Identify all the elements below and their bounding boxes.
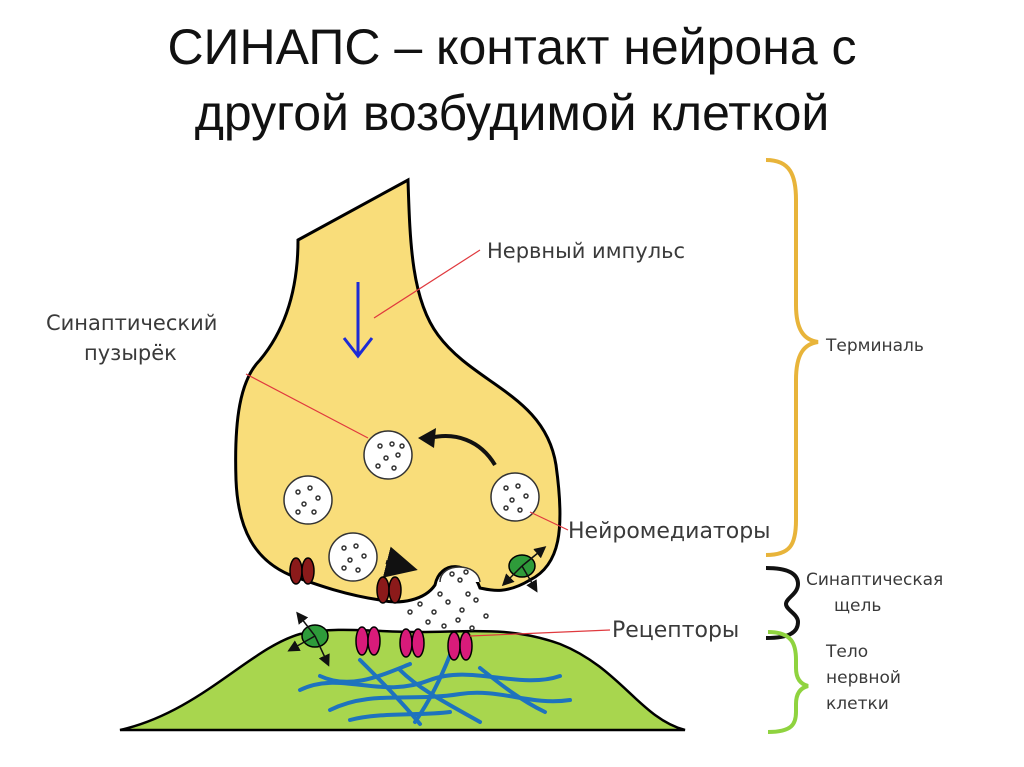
pointer-lines [245, 249, 611, 637]
transporters [287, 546, 547, 667]
terminal-brace [765, 158, 819, 557]
label-vesicle-line2: пузырёк [84, 341, 177, 365]
label-neurotransmitters: Нейромедиаторы [568, 519, 771, 544]
label-body-line2: нервной [826, 668, 901, 688]
vesicle [490, 472, 540, 522]
label-body-line3: клетки [826, 694, 889, 714]
cleft-brace [765, 566, 801, 640]
receptors [355, 626, 473, 661]
title-line-2: другой возбудимой клеткой [194, 85, 830, 141]
fusing-vesicle [439, 566, 481, 583]
fusing-vesicle-dots [449, 569, 469, 583]
vesicle [283, 475, 333, 525]
vesicle [363, 430, 413, 480]
label-body-line1: Тело [825, 642, 868, 662]
presynaptic-channels [289, 557, 402, 604]
movement-arrow [382, 546, 418, 578]
recycle-arrow-head [418, 428, 436, 448]
label-cleft-line1: Синаптическая [806, 570, 943, 590]
label-vesicle-line1: Синаптический [46, 311, 217, 335]
body-brace [767, 630, 809, 734]
label-impulse: Нервный импульс [487, 239, 685, 263]
synaptic-vesicles [283, 430, 540, 582]
vesicle [328, 532, 378, 582]
label-cleft-line2: щель [834, 596, 881, 616]
impulse-arrow [342, 282, 374, 359]
title-line-1: СИНАПС – контакт нейрона с [167, 19, 857, 75]
label-receptors: Рецепторы [612, 618, 739, 643]
slide-title: СИНАПС – контакт нейрона с другой возбуд… [0, 14, 1024, 146]
cell-fibers [298, 653, 572, 726]
recycle-arrow [429, 434, 497, 467]
label-terminal: Терминаль [825, 336, 924, 356]
